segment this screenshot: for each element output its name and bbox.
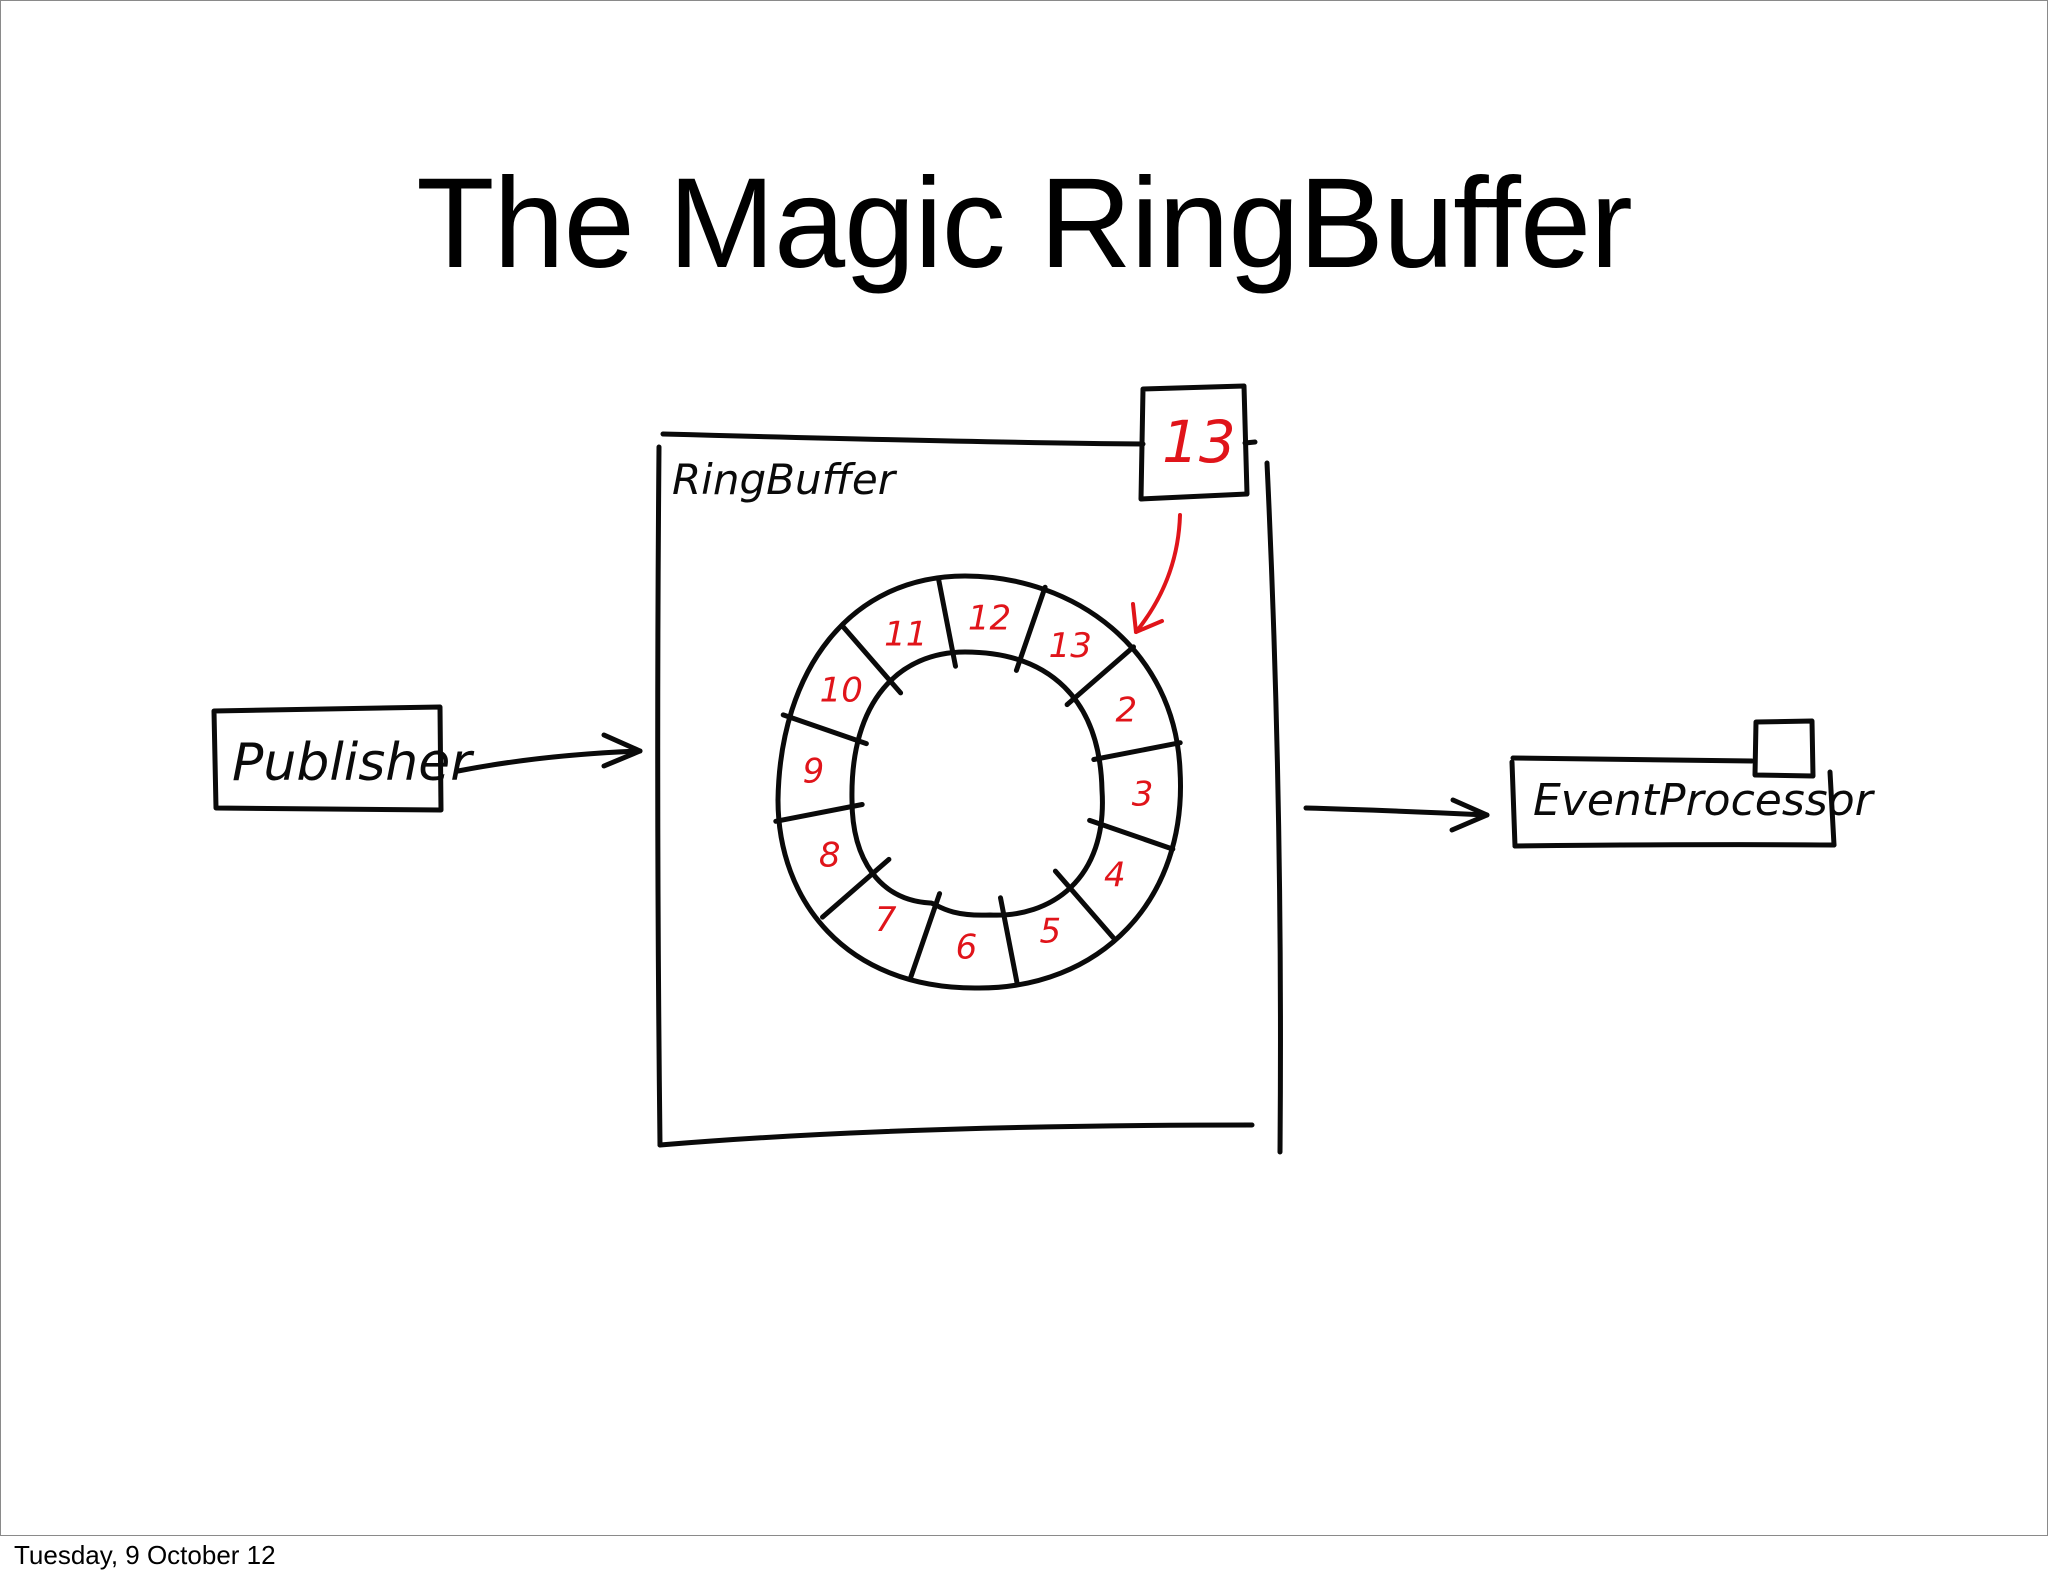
footer-date: Tuesday, 9 October 12 <box>14 1540 276 1570</box>
ring-divider <box>1087 817 1176 852</box>
ring-divider <box>1052 868 1116 940</box>
event-processor-label: EventProcessor <box>1533 775 1876 826</box>
ring-slot-2: 2 <box>1115 691 1137 731</box>
ring-slot-4: 4 <box>1104 855 1126 895</box>
ring-divider <box>1091 740 1183 762</box>
ring-slot-10: 10 <box>820 671 863 711</box>
event-processor-box: EventProcessor <box>1509 718 1876 849</box>
ring-divider <box>998 895 1020 987</box>
cursor-box: 13 <box>1138 383 1250 502</box>
ring-slot-11: 11 <box>884 615 927 655</box>
ring-divider <box>780 712 869 747</box>
ring-dividers <box>773 577 1183 987</box>
ring-divider <box>1064 644 1136 708</box>
ring-divider <box>1013 584 1048 673</box>
cursor-arrow <box>1131 513 1182 634</box>
ringbuffer-frame: RingBuffer <box>655 431 1283 1155</box>
publisher-box: Publisher <box>211 704 475 813</box>
ring-slot-3: 3 <box>1132 775 1154 815</box>
ring-slot-13: 13 <box>1049 626 1092 666</box>
ring-slot-7: 7 <box>875 900 897 940</box>
ring-slot-5: 5 <box>1039 911 1061 951</box>
ringbuffer-label: RingBuffer <box>672 455 898 504</box>
publisher-label: Publisher <box>232 733 475 793</box>
slide-title: The Magic RingBuffer <box>416 152 1633 295</box>
ring-divider <box>840 624 904 696</box>
slide <box>0 0 2048 1536</box>
ring-divider <box>773 802 865 824</box>
ring-divider <box>908 891 943 980</box>
ring-slot-12: 12 <box>968 598 1011 638</box>
ring-divider <box>820 856 892 920</box>
processor-arrow <box>1303 797 1490 833</box>
ring-slot-6: 6 <box>956 928 978 968</box>
cursor-value: 13 <box>1162 408 1236 476</box>
publisher-arrow <box>455 732 643 774</box>
ring-slot-9: 9 <box>803 752 825 792</box>
ring-slot-8: 8 <box>819 835 841 875</box>
ring-divider <box>936 577 958 669</box>
